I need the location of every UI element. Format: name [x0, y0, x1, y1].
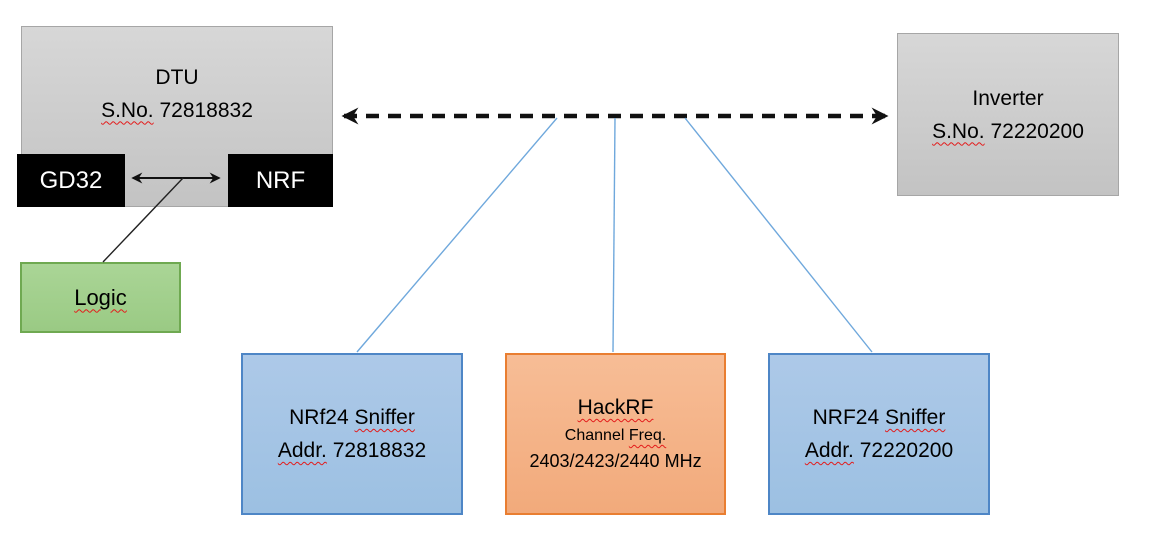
dtu-serial-label: S.No. — [101, 98, 154, 122]
inverter-serial-value: 72220200 — [990, 119, 1084, 143]
sniffer-right-name-word: Sniffer — [885, 406, 946, 429]
hackrf-title-line: HackRF — [578, 393, 654, 423]
inverter-box: Inverter S.No. 72220200 — [897, 33, 1119, 196]
sniffer-right-addr-label: Addr. — [804, 439, 854, 462]
dtu-serial-line: S.No. 72818832 — [101, 94, 253, 127]
sniffer-left-addr-line: Addr. 72818832 — [278, 434, 426, 467]
dtu-title: DTU — [155, 65, 199, 89]
link-to-sniffer-right-line — [684, 117, 873, 353]
logic-label-line: Logic — [74, 283, 127, 313]
hackrf-frequencies: 2403/2423/2440 MHz — [529, 451, 702, 471]
dtu-serial-value: 72818832 — [159, 98, 253, 122]
hackrf-channel-line: Channel Freq. — [565, 423, 666, 448]
sniffer-left-box: NRf24 Sniffer Addr. 72818832 — [241, 353, 463, 515]
inverter-serial-label: S.No. — [932, 119, 985, 143]
inverter-title: Inverter — [972, 86, 1044, 110]
sniffer-right-name-line: NRF24 Sniffer — [813, 401, 946, 434]
sniffer-left-name-prefix: NRf24 — [289, 406, 349, 429]
inverter-serial-line: S.No. 72220200 — [932, 115, 1084, 148]
hackrf-freq-word: Freq. — [628, 427, 667, 444]
gd32-chip: GD32 — [17, 154, 125, 207]
nrf-label: NRF — [255, 166, 306, 194]
gd32-label: GD32 — [39, 166, 103, 194]
sniffer-left-name-word: Sniffer — [354, 406, 415, 429]
link-to-sniffer-left-line — [356, 117, 558, 353]
sniffer-left-addr-value: 72818832 — [332, 439, 427, 462]
sniffer-right-addr-line: Addr. 72220200 — [805, 434, 953, 467]
link-to-hackrf-line — [612, 117, 616, 353]
logic-label: Logic — [74, 284, 127, 310]
sniffer-right-name-prefix: NRF24 — [812, 406, 880, 429]
hackrf-channel-word: Channel — [564, 427, 625, 444]
nrf-chip: NRF — [228, 154, 333, 207]
sniffer-right-addr-value: 72220200 — [859, 439, 954, 462]
sniffer-left-addr-label: Addr. — [277, 439, 327, 462]
sniffer-left-name-line: NRf24 Sniffer — [289, 401, 415, 434]
logic-box: Logic — [20, 262, 181, 333]
sniffer-right-box: NRF24 Sniffer Addr. 72220200 — [768, 353, 990, 515]
hackrf-box: HackRF Channel Freq. 2403/2423/2440 MHz — [505, 353, 726, 515]
hackrf-title: HackRF — [577, 396, 654, 419]
